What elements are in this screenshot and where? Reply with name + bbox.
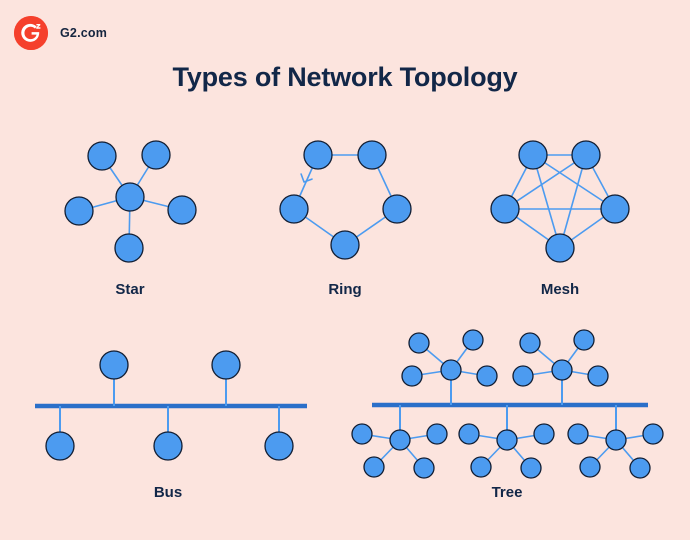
tree-cluster-top-2-center (551, 359, 573, 381)
ring-node-right (382, 194, 412, 224)
tree-cluster-edge (418, 342, 452, 371)
star-edge (101, 155, 131, 198)
mesh-node-top-right (571, 140, 601, 170)
ring-node-top-right (357, 140, 387, 170)
ring-edge (293, 208, 346, 246)
star-node-bottom (114, 233, 144, 263)
tree-cluster-top-1-leaf-1 (408, 332, 430, 354)
tree-cluster-bottom-2-leaf-1 (458, 423, 480, 445)
tree-cluster-edge (361, 433, 401, 441)
g2-logo-icon (14, 16, 48, 50)
tree-cluster-top-1-leaf-3 (401, 365, 423, 387)
star-node-left (64, 196, 94, 226)
mesh-node-left (490, 194, 520, 224)
tree-cluster-edge (577, 433, 617, 441)
topology-label-mesh: Mesh (540, 281, 580, 298)
star-edge (128, 196, 131, 249)
mesh-edge (532, 154, 616, 210)
tree-cluster-bottom-2-leaf-3 (470, 456, 492, 478)
tree-cluster-edge (399, 433, 438, 441)
bus-node-top-2 (211, 350, 241, 380)
bus-node-bottom-3 (264, 431, 294, 461)
tree-cluster-edge (615, 439, 641, 469)
star-node-right (167, 195, 197, 225)
tree-cluster-top-1-leaf-2 (462, 329, 484, 351)
tree-cluster-bottom-1-leaf-4 (413, 457, 435, 479)
tree-cluster-top-2-leaf-4 (587, 365, 609, 387)
mesh-node-right (600, 194, 630, 224)
tree-cluster-bottom-1-leaf-3 (363, 456, 385, 478)
mesh-edge (559, 208, 616, 249)
tree-cluster-edge (480, 439, 508, 468)
brand-name: G2.com (60, 26, 108, 40)
tree-cluster-top-1-center (440, 359, 462, 381)
tree-cluster-edge (561, 339, 585, 371)
bus-node-top-1 (99, 350, 129, 380)
tree-cluster-edge (529, 342, 563, 371)
tree-cluster-edge (373, 439, 401, 468)
tree-cluster-top-2-leaf-3 (512, 365, 534, 387)
tree-cluster-edge (561, 369, 599, 377)
tree-cluster-bottom-3-leaf-4 (629, 457, 651, 479)
star-node-top-left (87, 141, 117, 171)
mesh-node-bottom (545, 233, 575, 263)
star-edge (129, 196, 183, 211)
tree-cluster-top-2-leaf-1 (519, 332, 541, 354)
star-edge (78, 196, 131, 212)
tree-cluster-edge (399, 439, 425, 469)
star-node-top-right (141, 140, 171, 170)
topology-label-bus: Bus (153, 484, 183, 501)
tree-cluster-edge (468, 433, 508, 441)
mesh-edge (504, 154, 534, 210)
topology-group-mesh (490, 140, 630, 263)
ring-node-top-left (303, 140, 333, 170)
tree-cluster-bottom-2-leaf-2 (533, 423, 555, 445)
tree-cluster-edge (589, 439, 617, 468)
ring-edge (293, 154, 319, 210)
tree-cluster-edge (450, 369, 488, 377)
tree-cluster-bottom-3-leaf-3 (579, 456, 601, 478)
mesh-edge (504, 154, 587, 210)
topology-group-tree (351, 329, 664, 479)
tree-cluster-edge (506, 439, 532, 469)
topology-group-bus (35, 350, 307, 461)
star-center-node (115, 182, 145, 212)
ring-node-bottom (330, 230, 360, 260)
topology-label-tree: Tree (491, 484, 523, 501)
tree-cluster-top-1-leaf-4 (476, 365, 498, 387)
topology-label-ring: Ring (328, 281, 362, 298)
tree-cluster-bottom-2-center (496, 429, 518, 451)
ring-node-left (279, 194, 309, 224)
ring-direction-arrow (300, 173, 313, 183)
tree-cluster-edge (506, 433, 545, 441)
tree-cluster-edge (615, 433, 654, 441)
tree-cluster-bottom-1-center (389, 429, 411, 451)
mesh-node-top-left (518, 140, 548, 170)
tree-cluster-bottom-3-leaf-2 (642, 423, 664, 445)
topology-group-star (64, 140, 197, 263)
page-title: Types of Network Topology (172, 62, 518, 92)
bus-node-bottom-1 (45, 431, 75, 461)
tree-cluster-bottom-1-leaf-2 (426, 423, 448, 445)
bus-node-bottom-2 (153, 431, 183, 461)
tree-cluster-bottom-3-leaf-1 (567, 423, 589, 445)
arrowhead (300, 173, 313, 183)
mesh-edge (532, 154, 561, 249)
tree-cluster-edge (411, 369, 452, 377)
mesh-edge (504, 208, 561, 249)
tree-cluster-edge (522, 369, 563, 377)
brand-lockup: G2.com (14, 16, 107, 50)
tree-cluster-bottom-2-leaf-4 (520, 457, 542, 479)
tree-cluster-bottom-3-center (605, 429, 627, 451)
star-edge (129, 154, 157, 198)
ring-edge (344, 208, 398, 246)
topology-group-ring (279, 140, 412, 260)
mesh-edge (585, 154, 616, 210)
tree-cluster-edge (450, 339, 474, 371)
ring-edge (371, 154, 398, 210)
topology-label-star: Star (115, 281, 145, 298)
tree-cluster-top-2-leaf-2 (573, 329, 595, 351)
tree-cluster-bottom-1-leaf-1 (351, 423, 373, 445)
mesh-edge (559, 154, 587, 249)
